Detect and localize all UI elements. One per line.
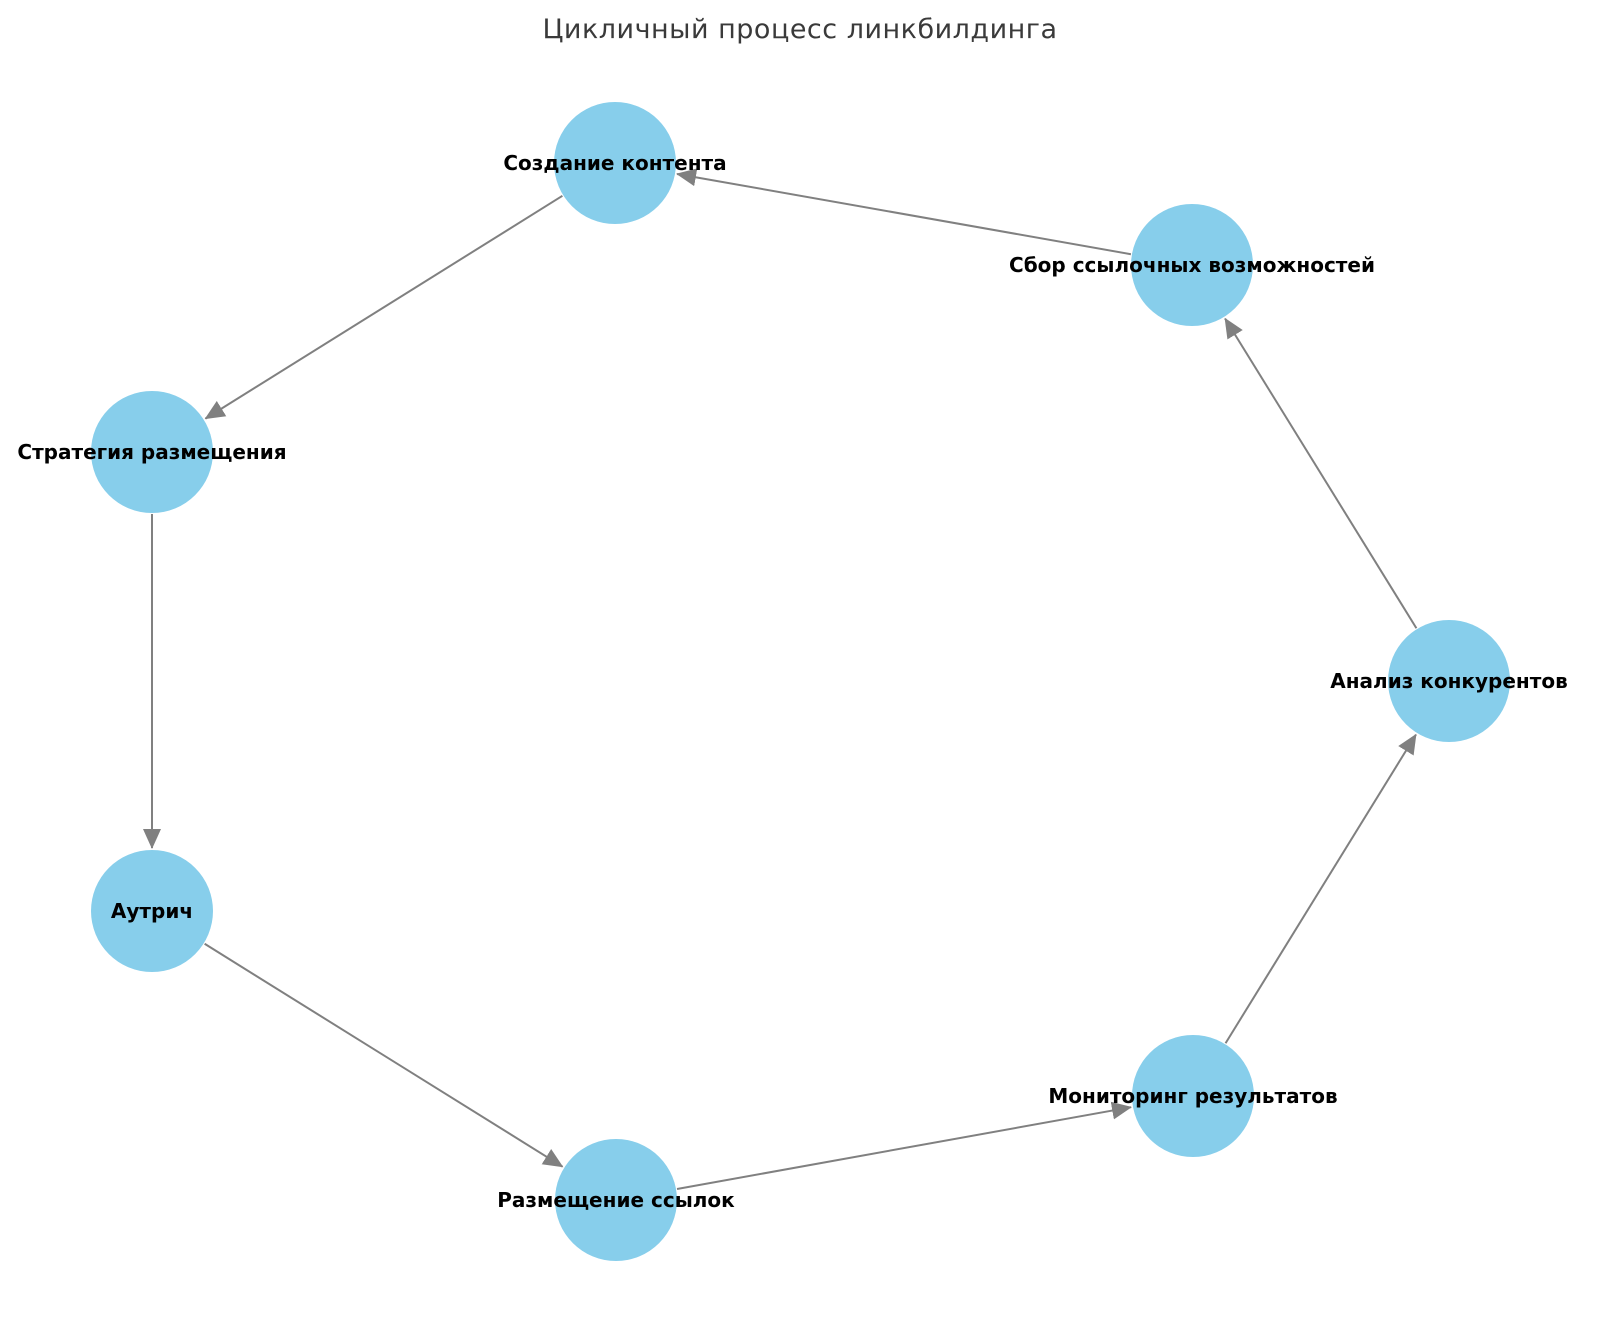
edge-razmeshchenie-ssylok-to-monitoring-rezultatov (676, 1101, 1132, 1190)
node-circle-monitoring-rezultatov (1132, 1035, 1254, 1157)
node-circle-autrich (91, 850, 213, 972)
edge-monitoring-rezultatov-to-analiz-konkurentov (1224, 733, 1417, 1044)
node-circle-strategiya-razmeshcheniya (91, 391, 213, 513)
node-circle-sbor-vozmozhnostej (1131, 204, 1253, 326)
node-circle-razmeshchenie-ssylok (555, 1139, 677, 1261)
node-circle-analiz-konkurentov (1388, 620, 1510, 742)
diagram-title: Цикличный процесс линкбилдинга (542, 14, 1058, 45)
edge-group (143, 168, 1418, 1190)
node-group (91, 102, 1510, 1261)
edge-sozdanie-kontenta-to-strategiya-razmeshcheniya (204, 194, 563, 420)
node-circle-sozdanie-kontenta (554, 102, 676, 224)
edge-autrich-to-razmeshchenie-ssylok (204, 942, 564, 1168)
edge-analiz-konkurentov-to-sbor-vozmozhnostej (1224, 317, 1418, 629)
edge-sbor-vozmozhnostej-to-sozdanie-kontenta (676, 168, 1132, 256)
